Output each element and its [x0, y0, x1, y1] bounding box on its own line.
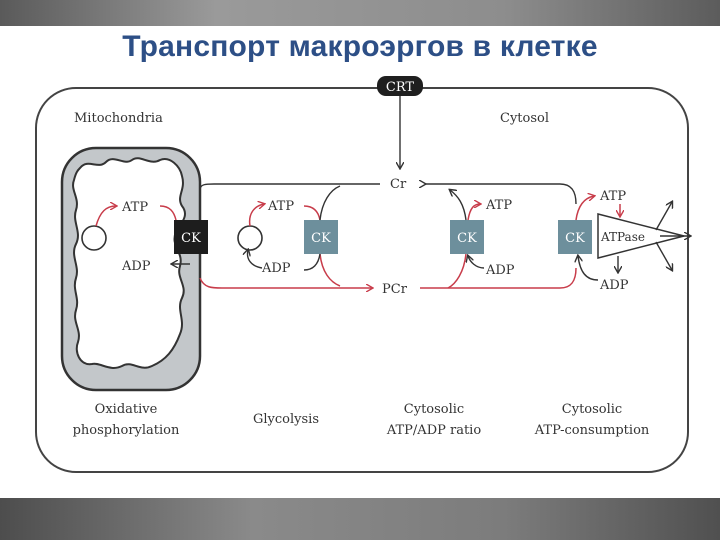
glyco-atp-arrow: [248, 204, 264, 227]
ck-box-ratio: [450, 220, 484, 254]
ratio-pcr-link: [447, 253, 467, 289]
glyco-ck-pcr-link: [319, 253, 341, 287]
atpase-triangle: [597, 213, 685, 259]
ratio-atp-label: ATP: [485, 198, 512, 213]
ratio-adp-label: ADP: [485, 263, 515, 278]
mito-carrier-circle: [81, 225, 107, 251]
atpase-work-arrow-down: [655, 241, 672, 270]
ck-box-mitochondrial: [174, 220, 208, 254]
mito-atp-label: ATP: [121, 200, 148, 215]
cons-atp-arrow: [575, 196, 594, 221]
top-decor-band: [0, 0, 720, 26]
mito-adp-label: ADP: [121, 259, 151, 274]
caption-ratio-1: Cytosolic: [404, 402, 464, 417]
ratio-atp-arrow: [467, 204, 480, 221]
pcr-label: PCr: [382, 282, 408, 297]
glyco-ck-atp-in: [303, 205, 321, 221]
glyco-atp-label: ATP: [267, 199, 294, 214]
cr-flux-line: [199, 183, 380, 191]
ratio-cr-arrow: [450, 190, 467, 221]
slide-title: Транспорт макроэргов в клетке: [122, 30, 598, 63]
cell-outline: [35, 87, 689, 473]
mitochondrial-cristae: [72, 157, 186, 369]
mitochondria-label: Mitochondria: [74, 111, 163, 126]
ck-label-glycolytic: CK: [311, 231, 331, 246]
ratio-adp-arrow: [468, 256, 485, 269]
caption-consumption-2: ATP-consumption: [534, 423, 650, 438]
glycolysis-carrier-circle: [237, 225, 263, 251]
glyco-adp-label: ADP: [261, 261, 291, 276]
ck-box-glycolytic: [304, 220, 338, 254]
glyco-ck-adp-out: [303, 253, 321, 271]
caption-oxphos-1: Oxidative: [95, 402, 158, 417]
glyco-adp-arrow: [248, 250, 263, 269]
caption-glycolysis: Glycolysis: [253, 412, 319, 427]
crt-box: [377, 76, 423, 96]
ck-label-mitochondrial: CK: [181, 231, 201, 246]
cons-adp-arrow: [578, 256, 599, 281]
atpase-work-arrow-up: [655, 202, 672, 231]
cons-atp-label: ATP: [599, 189, 626, 204]
cytosol-label: Cytosol: [500, 111, 549, 126]
ck-label-ratio: CK: [457, 231, 477, 246]
ck-box-consumption: [558, 220, 592, 254]
atpase-label: ATPase: [600, 230, 645, 244]
cr-label: Cr: [390, 177, 407, 192]
caption-consumption-1: Cytosolic: [562, 402, 622, 417]
cons-adp-label: ADP: [599, 278, 629, 293]
cr-line-right: [425, 184, 577, 205]
mito-atp-to-ck: [159, 205, 177, 221]
pcr-line-right: [420, 267, 577, 289]
ck-label-consumption: CK: [565, 231, 585, 246]
bottom-decor-band: [0, 498, 720, 540]
caption-ratio-2: ATP/ADP ratio: [386, 423, 482, 438]
caption-oxphos-2: phosphorylation: [73, 423, 180, 438]
mito-atp-arrow: [95, 206, 116, 227]
pcr-flux-line: [199, 277, 372, 288]
crt-label: CRT: [386, 80, 415, 95]
glyco-ck-cr-link: [319, 185, 341, 221]
